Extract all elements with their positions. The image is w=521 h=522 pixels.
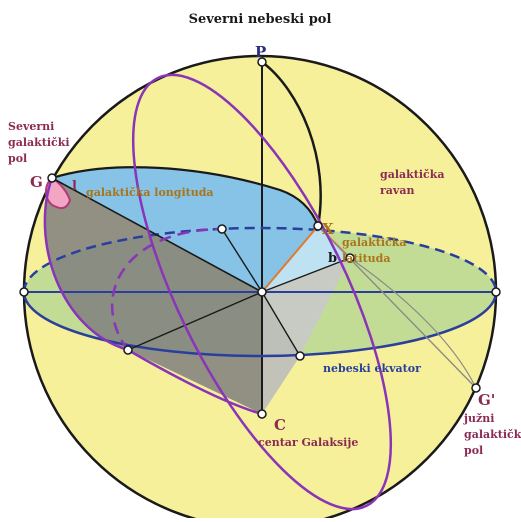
point-p [257, 57, 267, 67]
label-galactic-center: centar Galaksije [258, 436, 358, 449]
point-back [217, 224, 227, 234]
angle-l: l [72, 179, 77, 194]
radius-to-latitude [261, 257, 351, 293]
label-galactic-latitude: galaktička latituda [342, 236, 410, 265]
shadow-wedge-latitude [262, 258, 350, 356]
label-c: C [274, 416, 286, 434]
label-g-prime: G' [478, 391, 495, 409]
point-c [257, 409, 267, 419]
point-g [47, 173, 57, 183]
celestial-equator-front [22, 291, 498, 358]
point-center [257, 287, 267, 297]
galactic-longitude-wedge [52, 167, 318, 292]
radius-to-x [261, 225, 319, 293]
angle-b: b [328, 251, 337, 266]
label-galactic-longitude: galaktička longituda [86, 186, 214, 199]
label-g: G [30, 173, 43, 191]
label-north-galactic-pole: Severni galaktički pol [8, 120, 73, 165]
point-equator-right [491, 287, 501, 297]
label-x: X [322, 220, 334, 238]
point-latitude [345, 253, 355, 263]
point-x [313, 221, 323, 231]
axis-to-south-pole [317, 225, 477, 389]
point-equator [295, 351, 305, 361]
shadow-wedge-right [262, 292, 300, 414]
galactic-meridian-front [43, 177, 263, 416]
label-p: P [255, 43, 266, 61]
hour-circle [261, 60, 322, 227]
galactic-plane-circle [131, 73, 393, 511]
diagram-title: Severni nebeski pol [189, 12, 332, 27]
label-galactic-plane: galaktička ravan [380, 168, 448, 197]
galactic-meridian-back [111, 227, 223, 351]
galactic-latitude-wedge [262, 226, 350, 292]
celestial-equator-back [22, 226, 498, 293]
radius-to-equator [261, 291, 301, 357]
galactic-pole-cap [45, 176, 72, 210]
radius-back [221, 228, 263, 293]
radius-to-shadow [127, 291, 263, 351]
point-equator-left [19, 287, 29, 297]
galactic-longitude-arc [51, 166, 320, 227]
label-south-galactic-pole: južni galaktički pol [463, 412, 521, 457]
radius-to-g [51, 177, 263, 293]
latitude-great-circle [349, 257, 477, 389]
point-shadow [123, 345, 133, 355]
label-celestial-equator: nebeski ekvator [323, 362, 421, 375]
point-g-prime [471, 383, 481, 393]
